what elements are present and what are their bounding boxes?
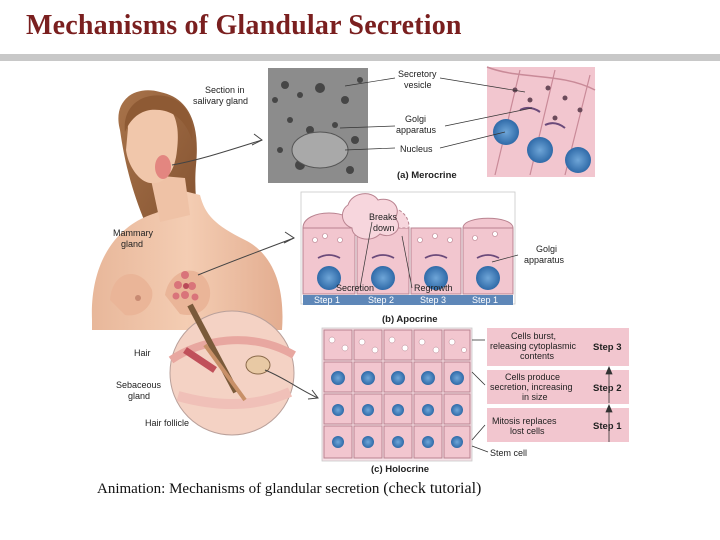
merocrine-nucleus xyxy=(493,119,519,145)
apocrine-step-b: Step 2 xyxy=(368,295,394,305)
woman-figure xyxy=(91,90,283,330)
label-golgi-1: Golgi xyxy=(405,114,426,124)
label-salivary-2: salivary gland xyxy=(193,96,248,106)
label-apocrine-golgi-1: Golgi xyxy=(536,244,557,254)
label-step2-text-2: secretion, increasing xyxy=(490,382,573,392)
label-step3-text-3: contents xyxy=(520,351,555,361)
label-holocrine-step1: Step 1 xyxy=(593,421,622,432)
label-secretory-vesicle-1: Secretory xyxy=(398,69,437,79)
caption-tutorial-note: (check tutorial) xyxy=(383,480,482,497)
figure-labels: Section in salivary gland Mammary gland … xyxy=(113,69,622,475)
label-holocrine-step3: Step 3 xyxy=(593,342,622,353)
label-breaks-2: down xyxy=(373,223,395,233)
caption-main: Animation: Mechanisms of glandular secre… xyxy=(97,481,380,497)
label-golgi-2: apparatus xyxy=(396,125,437,135)
label-nucleus: Nucleus xyxy=(400,144,433,154)
label-sebaceous-2: gland xyxy=(128,391,150,401)
label-holocrine-step2: Step 2 xyxy=(593,383,622,394)
label-secretion: Secretion xyxy=(336,283,374,293)
label-salivary-1: Section in xyxy=(205,85,245,95)
label-step1-text-2: lost cells xyxy=(510,426,545,436)
label-secretory-vesicle-2: vesicle xyxy=(404,80,432,90)
apocrine-step-d: Step 1 xyxy=(472,295,498,305)
hair-follicle-inset xyxy=(168,303,296,436)
apocrine-step-c: Step 3 xyxy=(420,295,446,305)
title-divider xyxy=(0,54,720,61)
label-mammary-1: Mammary xyxy=(113,228,153,238)
label-hair-follicle: Hair follicle xyxy=(145,418,189,428)
label-apocrine-golgi-2: apparatus xyxy=(524,255,565,265)
label-apocrine: (b) Apocrine xyxy=(382,314,438,325)
holocrine-step3-box xyxy=(487,328,629,366)
label-breaks-1: Breaks xyxy=(369,212,398,222)
connector-arrows xyxy=(171,133,319,400)
label-stem-cell: Stem cell xyxy=(490,448,527,458)
label-merocrine: (a) Merocrine xyxy=(397,170,457,181)
panel-merocrine xyxy=(268,66,596,183)
apocrine-breaking-vesicle xyxy=(342,193,400,240)
label-step3-text-2: releasing cytoplasmic xyxy=(490,341,577,351)
holocrine-cell-grid xyxy=(323,329,471,459)
figure-caption: Animation: Mechanisms of glandular secre… xyxy=(97,480,481,498)
label-holocrine: (c) Holocrine xyxy=(371,464,429,475)
panel-holocrine xyxy=(321,327,629,462)
label-step3-text-1: Cells burst, xyxy=(511,331,556,341)
page-title: Mechanisms of Glandular Secretion xyxy=(26,10,462,41)
label-step2-text-1: Cells produce xyxy=(505,372,560,382)
label-regrowth: Regrowth xyxy=(414,283,453,293)
label-step1-text-1: Mitosis replaces xyxy=(492,416,557,426)
panel-apocrine xyxy=(300,191,519,305)
holocrine-step2-box xyxy=(487,370,629,404)
holocrine-step1-box xyxy=(487,408,629,442)
label-hair: Hair xyxy=(134,348,151,358)
label-sebaceous-1: Sebaceous xyxy=(116,380,162,390)
apocrine-step-a: Step 1 xyxy=(314,295,340,305)
label-step2-text-3: in size xyxy=(522,392,548,402)
label-mammary-2: gland xyxy=(121,239,143,249)
mammary-gland-lobules xyxy=(172,271,199,301)
